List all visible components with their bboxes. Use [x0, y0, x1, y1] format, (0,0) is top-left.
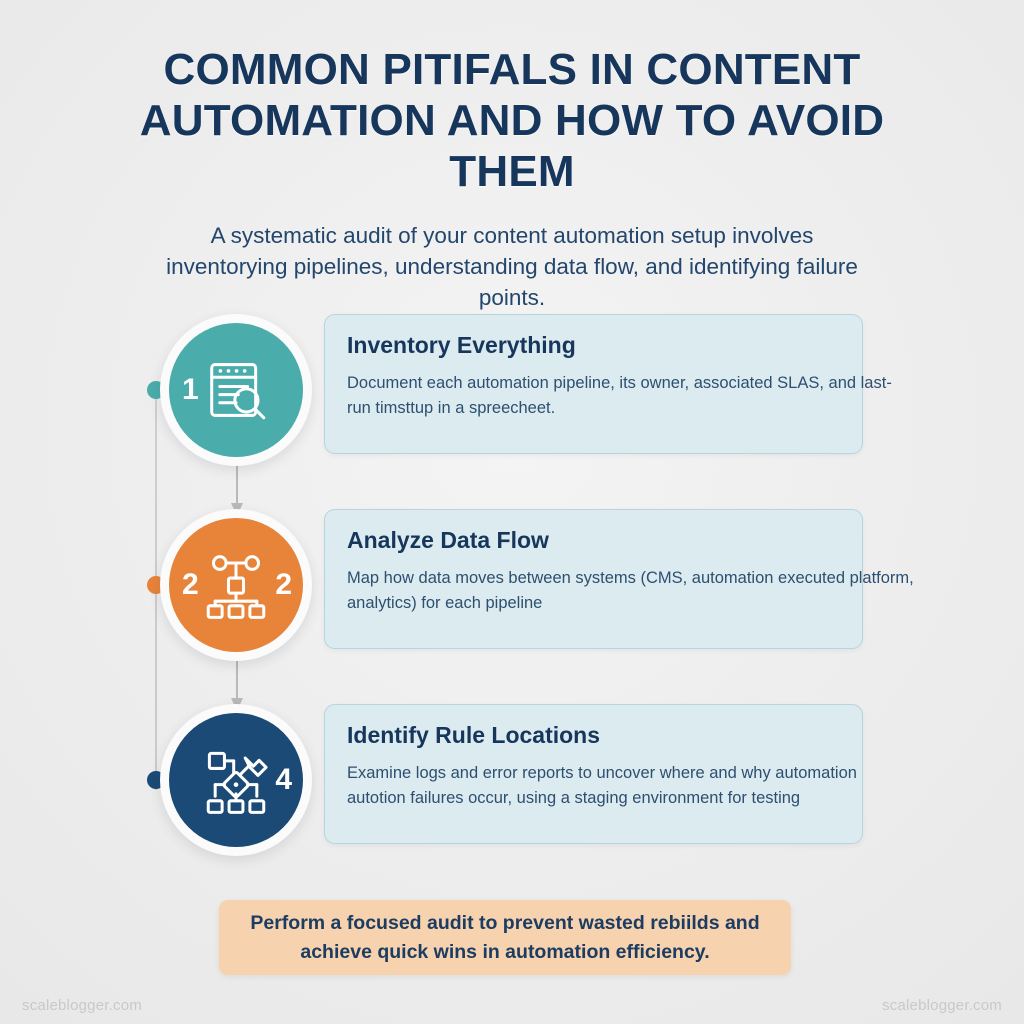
- data-flow-diagram-icon: [206, 555, 266, 619]
- page-title: COMMON PITIFALS IN CONTENT AUTOMATION AN…: [139, 45, 885, 196]
- card-title: Analyze Data Flow: [347, 527, 549, 553]
- badge-circle: [169, 518, 303, 652]
- watermark-left: scaleblogger.com: [22, 997, 142, 1014]
- step-card-2: Analyze Data Flow Map how data moves bet…: [324, 509, 914, 649]
- badge-number-right: 2: [275, 568, 292, 601]
- card-description: Map how data moves between systems (CMS,…: [347, 569, 914, 613]
- step-badge-3[interactable]: 4: [160, 704, 312, 856]
- callout-box: Perform a focused audit to prevent waste…: [219, 900, 791, 975]
- flowchart-wrench-icon: [206, 751, 268, 814]
- badge-circle: [169, 713, 303, 847]
- step-badge-1[interactable]: 1: [160, 314, 312, 466]
- step-item: 4 Identify Rule Locations Examine logs a…: [0, 704, 1024, 856]
- card-description: Examine logs and error reports to uncove…: [347, 764, 857, 808]
- card-content: Inventory Everything Document each autom…: [347, 332, 947, 421]
- badge-number-left: 2: [182, 568, 199, 601]
- callout-text: Perform a focused audit to prevent waste…: [250, 911, 760, 963]
- card-title: Identify Rule Locations: [347, 722, 601, 748]
- header: COMMON PITIFALS IN CONTENT AUTOMATION AN…: [0, 44, 1024, 313]
- card-content: Identify Rule Locations Examine logs and…: [347, 722, 947, 811]
- step-item: 2 2 Analyze Data Flow Map how data moves…: [0, 509, 1024, 661]
- card-content: Analyze Data Flow Map how data moves bet…: [347, 527, 947, 616]
- arrow-shaft: [236, 660, 238, 700]
- badge-number-right: 4: [275, 763, 292, 796]
- step-badge-2[interactable]: 2 2: [160, 509, 312, 661]
- badge-circle: [169, 323, 303, 457]
- card-description: Document each automation pipeline, its o…: [347, 374, 892, 418]
- page-subtitle: A systematic audit of your content autom…: [166, 223, 858, 310]
- badge-number-left: 1: [182, 373, 199, 406]
- step-item: 1 Inventory Everything Document each aut…: [0, 314, 1024, 466]
- step-card-1: Inventory Everything Document each autom…: [324, 314, 892, 454]
- card-title: Inventory Everything: [347, 332, 576, 358]
- document-search-icon: [210, 363, 266, 420]
- watermark-right: scaleblogger.com: [882, 997, 1002, 1014]
- arrow-shaft: [236, 465, 238, 505]
- step-card-3: Identify Rule Locations Examine logs and…: [324, 704, 863, 844]
